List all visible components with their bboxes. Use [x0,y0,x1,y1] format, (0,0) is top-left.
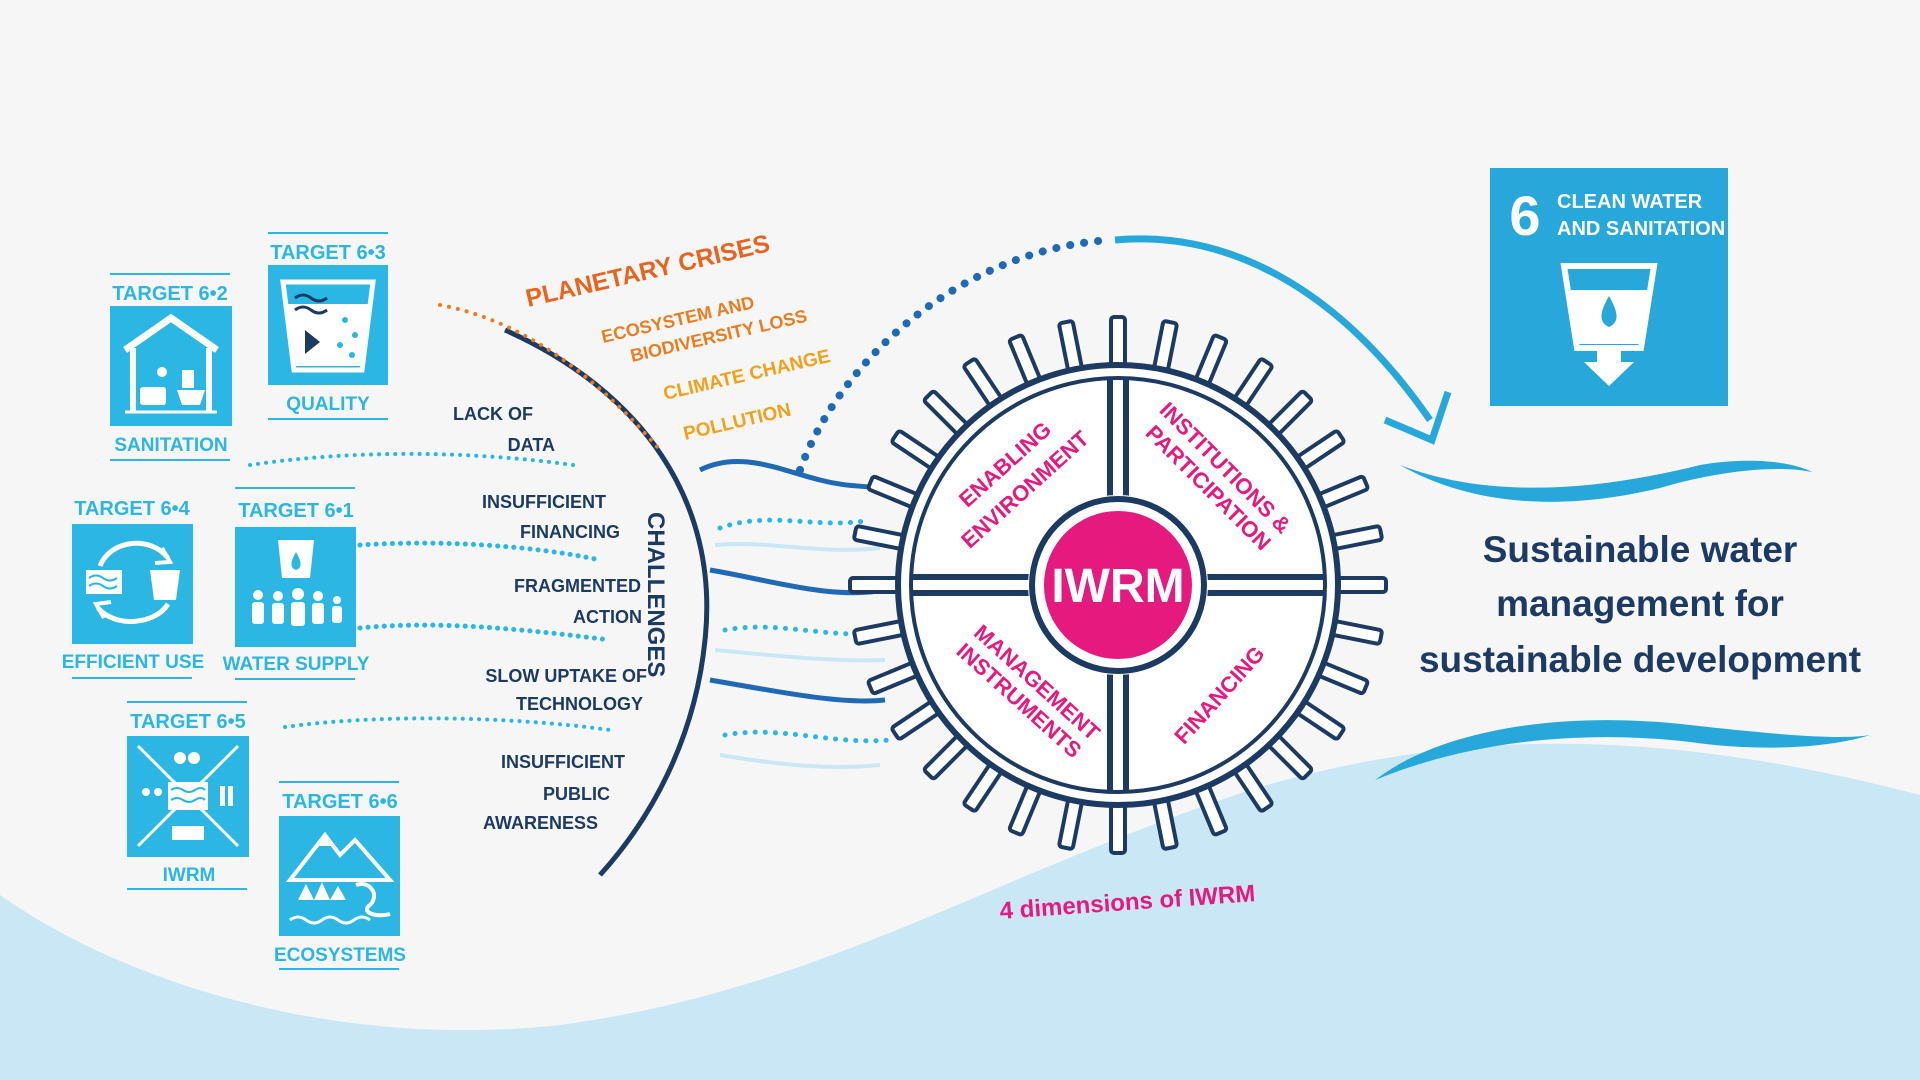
crisis-climate-change: CLIMATE CHANGE [661,346,832,405]
target-caption: SANITATION [114,435,227,456]
target-label: TARGET 6•1 [238,500,354,522]
water-background [0,743,1920,1080]
target-6-2: TARGET 6•2 SANITATION [110,273,232,461]
challenge-awareness-2: PUBLIC [543,784,610,804]
challenge-lack-of-data-2: DATA [508,435,555,455]
target-label: TARGET 6•4 [74,498,190,520]
target-caption: WATER SUPPLY [223,654,370,675]
arrowhead-icon [1383,390,1452,445]
efficient-use-icon [86,540,180,624]
challenges-list: LACK OF DATA INSUFFICIENT FINANCING FRAG… [453,404,647,833]
outcome-line2: management for [1496,583,1784,624]
target-6-3: TARGET 6•3 QUALITY [268,232,388,420]
water-waves [698,458,893,769]
sanitation-icon [123,313,219,414]
solid-arrow [1114,235,1433,422]
challenge-fragmented-2: ACTION [573,607,642,627]
water-glass-icon [1560,263,1658,386]
outcome-text: Sustainable water management for sustain… [1419,529,1861,680]
challenge-financing-1: INSUFFICIENT [482,492,606,512]
target-6-1: TARGET 6•1 WATER SUPPLY [223,487,370,680]
target-6-5: TARGET 6•5 IWRM [127,701,249,890]
target-caption: EFFICIENT USE [62,652,205,673]
sdg6-tile: 6 CLEAN WATER AND SANITATION [1490,168,1728,406]
water-supply-icon [252,540,342,626]
challenge-technology-1: SLOW UPTAKE OF [485,666,647,686]
challenges-title: CHALLENGES [642,512,669,677]
iwrm-wheel: IWRM ENABLING ENVIRONMENT INSTITUTIONS &… [848,315,1388,925]
top-swoosh [1400,460,1812,502]
crisis-pollution: POLLUTION [681,400,793,445]
iwrm-center-label: IWRM [1051,560,1184,613]
challenge-fragmented-1: FRAGMENTED [514,576,641,596]
target-caption: IWRM [163,865,216,886]
bottom-swoosh [1375,720,1870,780]
target-caption: QUALITY [286,394,370,415]
target-label: TARGET 6•5 [130,711,246,733]
challenge-lack-of-data-1: LACK OF [453,404,533,424]
target-6-4: TARGET 6•4 EFFICIENT USE [62,498,205,679]
target-label: TARGET 6•6 [282,791,398,813]
sdg-title-line2: AND SANITATION [1557,218,1725,240]
challenge-technology-2: TECHNOLOGY [516,694,643,714]
challenge-awareness-1: INSUFFICIENT [501,752,625,772]
outcome-line1: Sustainable water [1483,529,1798,570]
iwrm-icon [136,744,240,848]
target-caption: ECOSYSTEMS [274,945,406,966]
water-quality-icon [280,279,376,373]
iwrm-hub [1044,511,1192,659]
ecosystems-icon [285,831,395,925]
target-6-6: TARGET 6•6 ECOSYSTEMS [274,781,406,970]
challenge-financing-2: FINANCING [520,522,620,542]
sdg-number: 6 [1509,184,1540,247]
challenge-awareness-3: AWARENESS [483,813,598,833]
sdg-title-line1: CLEAN WATER [1557,191,1703,213]
target-label: TARGET 6•2 [112,283,228,305]
target-label: TARGET 6•3 [270,242,386,264]
target-connectors [248,451,613,732]
outcome-line3: sustainable development [1419,639,1861,680]
